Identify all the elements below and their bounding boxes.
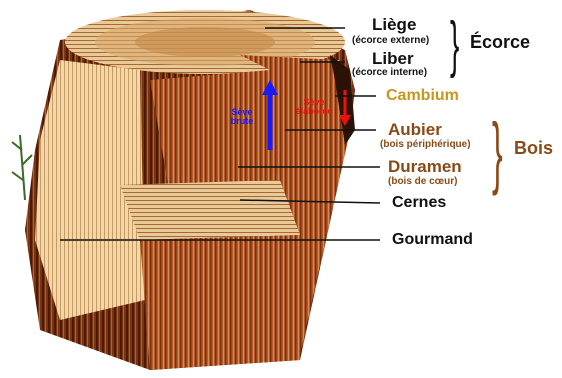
ecorce-brace: } [450, 14, 459, 76]
cernes-step [120, 180, 300, 240]
bois-label: Bois [514, 139, 553, 157]
liber-sub-label: (écorce interne) [352, 68, 427, 78]
duramen-label: Duramen [388, 158, 462, 175]
aubier-label: Aubier [388, 121, 442, 138]
cernes-label: Cernes [392, 195, 446, 211]
duramen-sub-label: (bois de cœur) [388, 177, 457, 187]
seve-elaboree-label: Sève élaborée [290, 98, 338, 116]
plant-icon [12, 135, 32, 200]
liber-label: Liber [372, 50, 414, 67]
liege-sub-label: (écorce externe) [352, 36, 429, 46]
ecorce-label: Écorce [470, 33, 530, 51]
seve-brute-label: Sève brute [222, 108, 262, 126]
aubier-sub-label: (bois périphérique) [380, 140, 471, 150]
cambium-label: Cambium [386, 88, 459, 104]
liege-label: Liège [372, 16, 416, 33]
heartwood-face [150, 70, 280, 195]
gourmand-label: Gourmand [392, 232, 473, 248]
bois-brace: } [492, 112, 503, 192]
